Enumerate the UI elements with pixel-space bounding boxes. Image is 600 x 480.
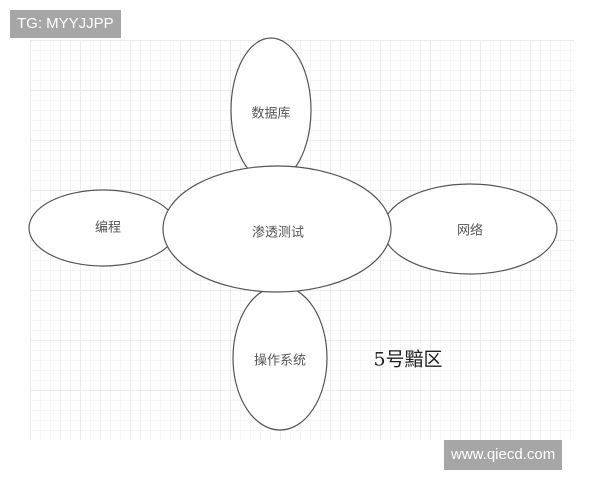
- node-ellipse-center[interactable]: [162, 165, 392, 293]
- node-label-center: 渗透测试: [251, 225, 305, 241]
- node-label-top: 数据库: [251, 106, 291, 122]
- watermark-bottom-right: www.qiecd.com: [444, 440, 563, 470]
- node-label-right: 网络: [456, 223, 484, 239]
- watermark-top-left: TG: MYYJJPP: [10, 10, 121, 38]
- node-label-bottom: 操作系统: [253, 353, 307, 369]
- node-label-left: 编程: [94, 220, 122, 236]
- diagram-caption: 5号黯区: [373, 348, 443, 371]
